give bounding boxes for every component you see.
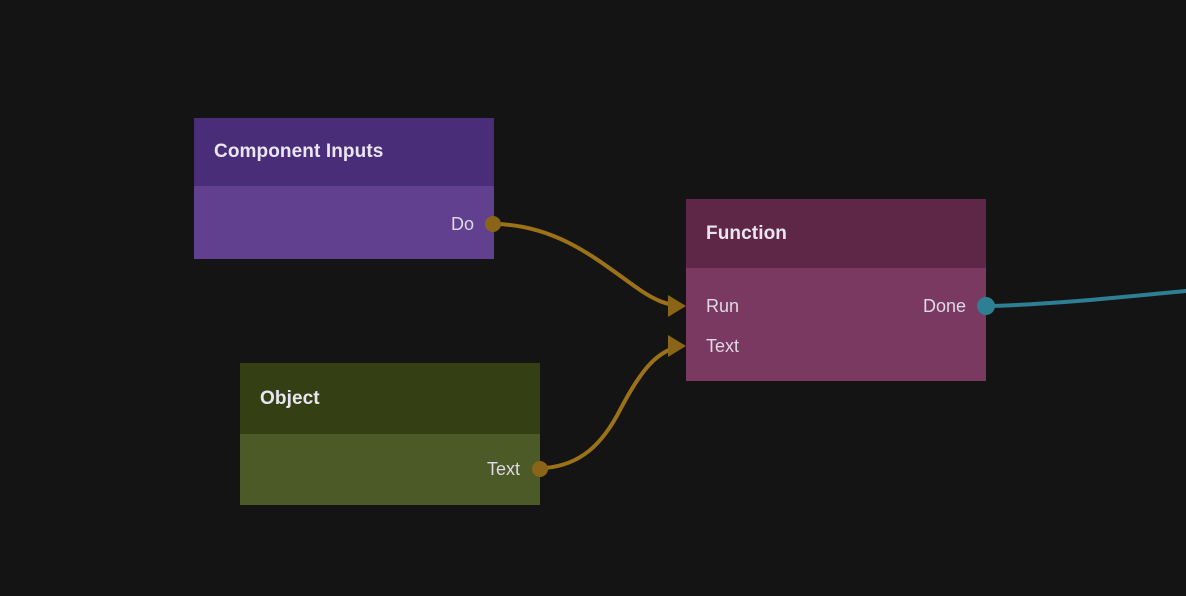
output-port-label-done: Done	[922, 296, 966, 316]
input-port-label-text: Text	[706, 336, 740, 356]
node-object[interactable]: Object Text	[240, 363, 540, 505]
node-function[interactable]: Function Run Text Done	[686, 199, 986, 381]
output-port-label-do: Do	[450, 214, 474, 234]
node-title: Object	[260, 387, 320, 409]
input-port-label-run: Run	[706, 296, 740, 316]
wire-do-to-run	[495, 222, 684, 308]
node-body: Do	[194, 186, 494, 259]
node-title: Component Inputs	[214, 141, 384, 162]
wire-text-to-text	[543, 344, 684, 470]
output-port-row-done[interactable]: Done	[686, 294, 986, 318]
node-header[interactable]: Object	[240, 363, 540, 434]
output-port-row-text[interactable]: Text	[240, 457, 540, 481]
node-header[interactable]: Function	[686, 199, 986, 268]
node-body: Run Text Done	[686, 268, 986, 381]
output-port-dot-text[interactable]	[532, 461, 548, 477]
node-title: Function	[706, 222, 788, 244]
input-port-arrow-text[interactable]	[668, 335, 686, 357]
input-port-row-text[interactable]: Text	[686, 334, 986, 358]
input-port-arrow-run[interactable]	[668, 295, 686, 317]
output-port-dot-done[interactable]	[977, 297, 995, 315]
output-port-row-do[interactable]: Do	[194, 212, 494, 236]
output-port-dot-do[interactable]	[485, 216, 501, 232]
node-header[interactable]: Component Inputs	[194, 118, 494, 186]
node-body: Text	[240, 434, 540, 505]
node-component-inputs[interactable]: Component Inputs Do	[194, 118, 494, 259]
input-port-row-run[interactable]: Run	[686, 294, 986, 318]
wire-done-outgoing	[988, 289, 1186, 308]
output-port-label-text: Text	[486, 459, 520, 479]
